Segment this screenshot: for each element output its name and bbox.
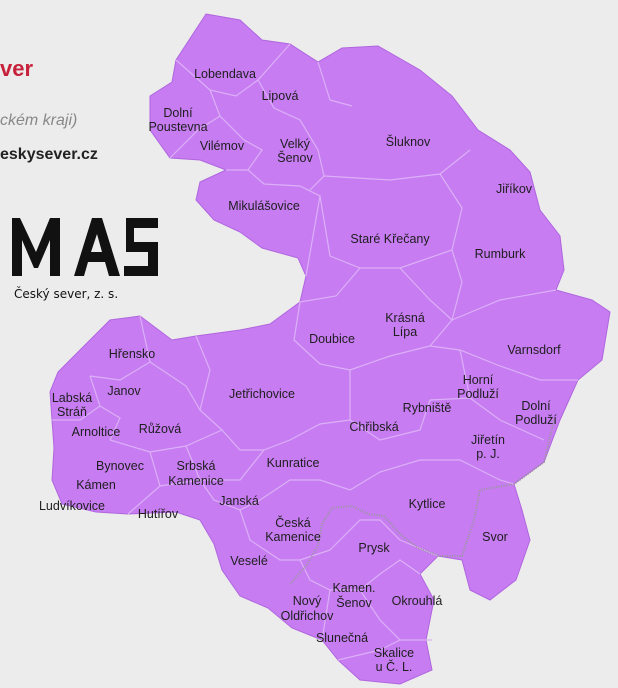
label-velky-senov-1: Velký xyxy=(280,137,311,151)
label-krasna-lipa-2: Lípa xyxy=(393,325,417,339)
label-rumburk: Rumburk xyxy=(475,247,526,261)
label-rybniste: Rybniště xyxy=(403,401,452,415)
label-skalice-2: u Č. L. xyxy=(376,659,413,674)
subtitle-fragment: ckém kraji) xyxy=(0,112,78,129)
label-kamen-senov-2: Šenov xyxy=(336,595,372,610)
label-kytlice: Kytlice xyxy=(409,497,446,511)
label-labska-stran-2: Stráň xyxy=(57,405,87,419)
label-dolni-poustevna-1: Dolní xyxy=(163,106,193,120)
label-okrouhla: Okrouhlá xyxy=(392,594,443,608)
label-srbska-kamenice-2: Kamenice xyxy=(168,474,224,488)
website-fragment[interactable]: eskysever.cz xyxy=(0,146,98,163)
label-chribska: Chřibská xyxy=(349,420,398,434)
label-vesele: Veselé xyxy=(230,554,268,568)
label-srbska-kamenice-1: Srbská xyxy=(177,459,216,473)
label-skalice-1: Skalice xyxy=(374,646,414,660)
mas-logo: Český sever, z. s. xyxy=(12,218,158,301)
label-dolni-podluzi-1: Dolní xyxy=(521,399,551,413)
label-novy-oldrichov-2: Oldřichov xyxy=(281,609,335,623)
title-fragment: ver xyxy=(0,56,34,81)
label-lipova: Lipová xyxy=(262,89,299,103)
label-janov: Janov xyxy=(107,384,141,398)
map-labels: Lobendava Lipová Dolní Poustevna Vilémov… xyxy=(39,67,561,674)
label-dolni-poustevna-2: Poustevna xyxy=(148,120,207,134)
label-mikulasovice: Mikulášovice xyxy=(228,199,300,213)
label-bynovec: Bynovec xyxy=(96,459,144,473)
label-horni-podluzi-2: Podluží xyxy=(457,387,499,401)
municipality-borders xyxy=(52,43,578,661)
label-doubice: Doubice xyxy=(309,332,355,346)
label-ludvikovice: Ludvíkovice xyxy=(39,499,105,513)
label-kunratice: Kunratice xyxy=(267,456,320,470)
label-slunecna: Slunečná xyxy=(316,631,368,645)
label-labska-stran-1: Labská xyxy=(52,391,92,405)
label-kamen-senov-1: Kamen. xyxy=(332,581,375,595)
label-sluknov: Šluknov xyxy=(386,134,431,149)
label-hrensko: Hřensko xyxy=(109,347,156,361)
label-hutirov: Hutířov xyxy=(138,507,179,521)
label-jiretin-2: p. J. xyxy=(476,447,500,461)
region-shape xyxy=(49,13,611,685)
label-dolni-podluzi-2: Podluží xyxy=(515,413,557,427)
label-jetrichovice: Jetřichovice xyxy=(229,387,295,401)
label-lobendava: Lobendava xyxy=(194,67,256,81)
label-novy-oldrichov-1: Nový xyxy=(293,594,322,608)
label-svor: Svor xyxy=(482,530,508,544)
mas-wordmark-graphic xyxy=(12,218,158,276)
label-horni-podluzi-1: Horní xyxy=(463,373,494,387)
label-kamen: Kámen xyxy=(76,478,116,492)
state-border xyxy=(289,419,555,585)
label-prysk: Prysk xyxy=(358,541,390,555)
label-varnsdorf: Varnsdorf xyxy=(507,343,561,357)
label-ceska-kamenice-1: Česká xyxy=(275,515,310,530)
label-velky-senov-2: Šenov xyxy=(277,150,313,165)
logo-subtitle: Český sever, z. s. xyxy=(14,286,118,301)
label-stare-krecany: Staré Křečany xyxy=(350,232,430,246)
label-jirikov: Jiříkov xyxy=(496,182,533,196)
label-krasna-lipa-1: Krásná xyxy=(385,311,425,325)
label-ruzova: Růžová xyxy=(139,422,181,436)
label-ceska-kamenice-2: Kamenice xyxy=(265,530,321,544)
label-vilemov: Vilémov xyxy=(200,139,245,153)
label-arnoltice: Arnoltice xyxy=(72,425,121,439)
label-jiretin-1: Jiřetín xyxy=(471,433,505,447)
label-janska: Janská xyxy=(219,494,259,508)
